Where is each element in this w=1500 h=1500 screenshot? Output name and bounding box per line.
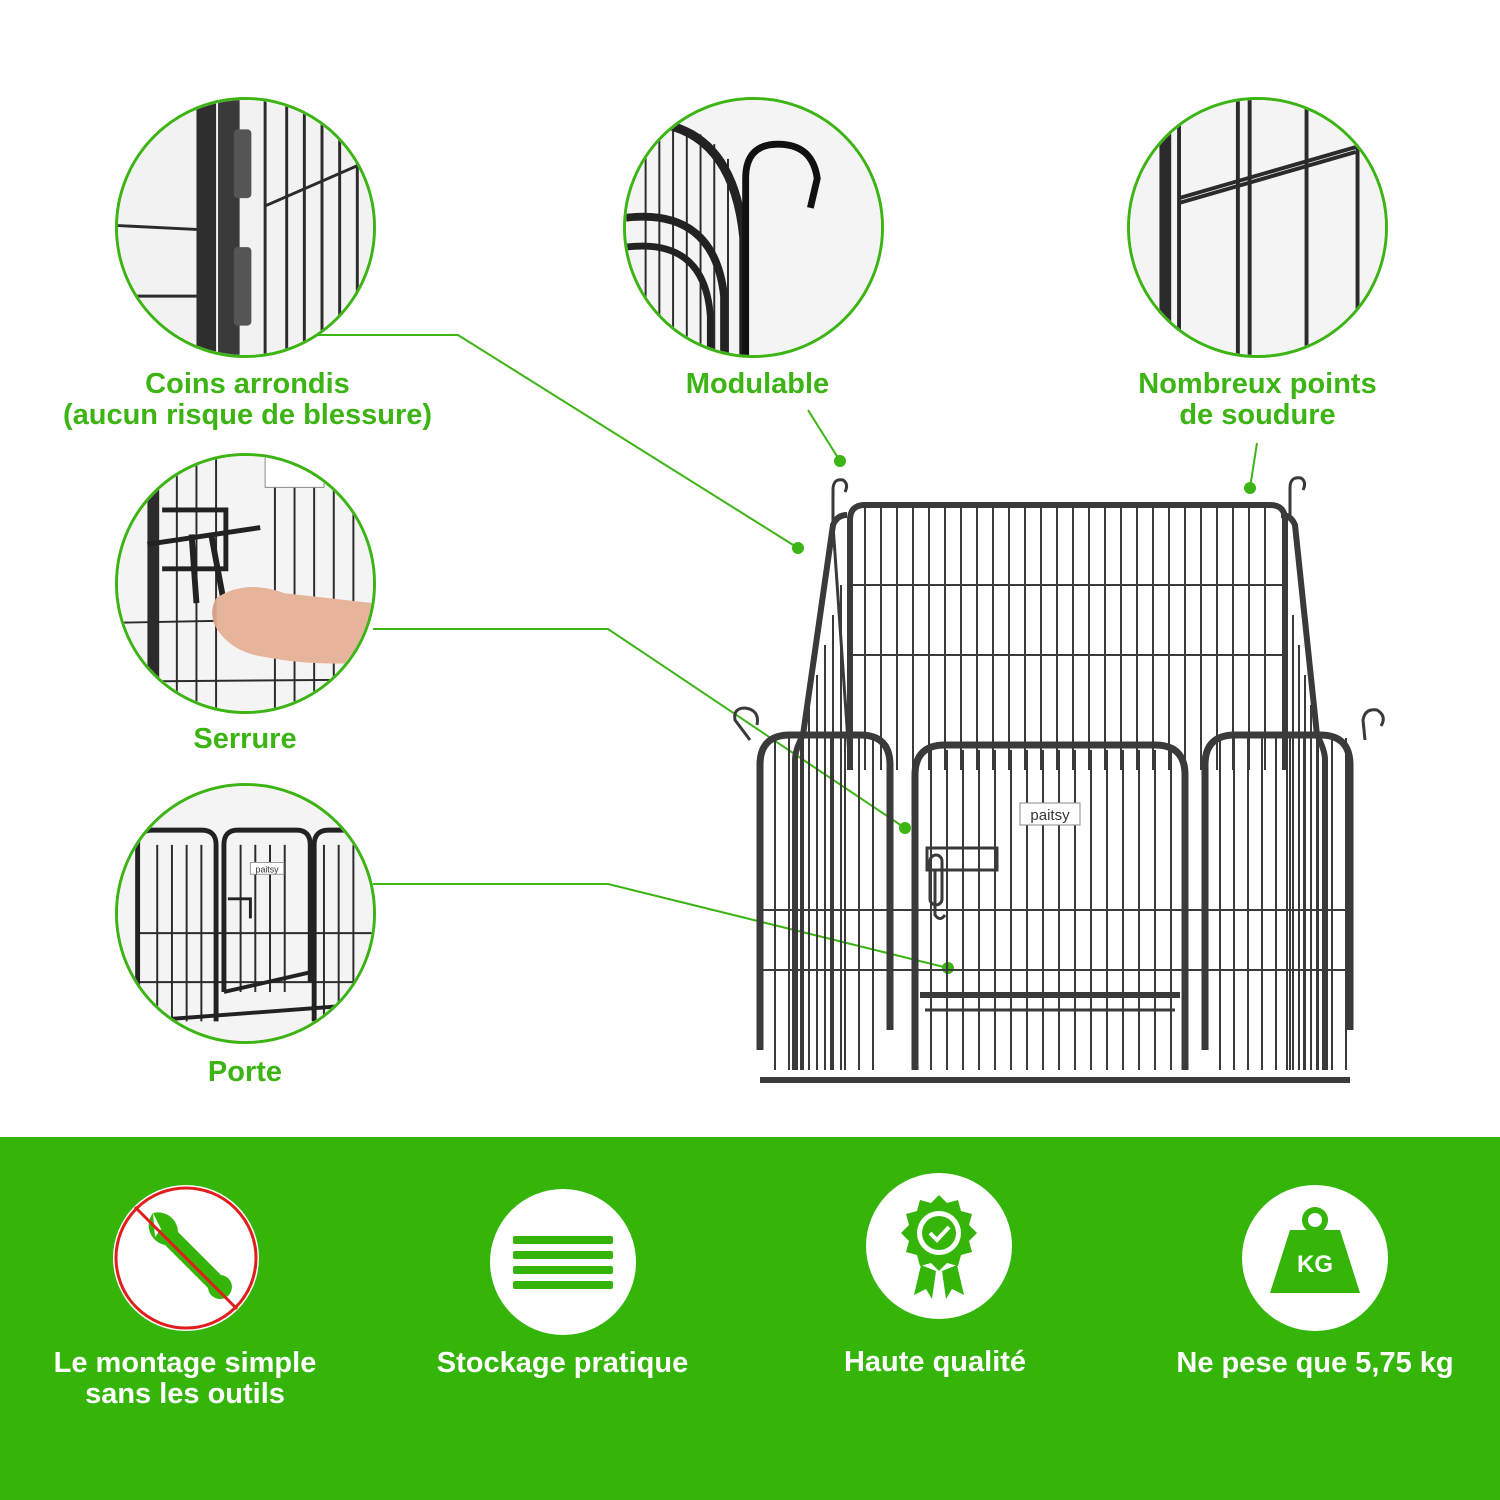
label-door-line1: Porte (207, 1056, 283, 1088)
label-lock-line1: Serrure (193, 723, 297, 755)
lock-closeup (115, 453, 376, 714)
benefit-label-tool-free: Le montage simple sans les outils (20, 1348, 350, 1410)
benefit-storage (490, 1189, 636, 1335)
welds-closeup (1127, 97, 1388, 358)
benefit-label-storage: Stockage pratique (410, 1348, 715, 1379)
door-closeup: paitsy (115, 783, 376, 1044)
modular-closeup (623, 97, 884, 358)
quality-badge-icon (901, 1195, 977, 1299)
label-corners-line2: (aucun risque de blessure) (62, 399, 433, 431)
label-corners-line1: Coins arrondis (145, 368, 350, 400)
hook-icon (626, 100, 881, 355)
benefit-tool-free-line1: Le montage simple (53, 1347, 317, 1379)
pen-brand-tag: paitsy (1030, 807, 1070, 824)
label-modular: Modulable (630, 369, 885, 400)
stacked-panels-icon (513, 1236, 613, 1289)
wrench-crossed-icon (114, 1186, 258, 1330)
benefits-band (0, 1137, 1500, 1500)
benefit-weight-line1: Ne pese que 5,75 kg (1176, 1347, 1454, 1379)
label-welds-line2: de soudure (1179, 399, 1336, 431)
kg-weight-icon: KG (1270, 1207, 1360, 1293)
benefit-quality-line1: Haute qualité (843, 1346, 1027, 1378)
dog-pen-illustration: paitsy (733, 476, 1385, 1083)
label-corners: Coins arrondis (aucun risque de blessure… (40, 369, 455, 431)
weld-points-icon (1130, 100, 1385, 355)
label-door: Porte (145, 1057, 345, 1088)
benefit-tool-free (113, 1185, 259, 1331)
lock-latch-icon (118, 456, 373, 711)
benefit-weight: KG (1242, 1185, 1388, 1331)
benefit-tool-free-line2: sans les outils (85, 1378, 285, 1410)
callout-leader-lines (318, 334, 1258, 974)
kg-badge-text: KG (1297, 1251, 1333, 1278)
label-lock: Serrure (145, 724, 345, 755)
label-welds-line1: Nombreux points (1138, 368, 1377, 400)
door-brand-tag: paitsy (256, 864, 280, 874)
benefit-storage-line1: Stockage pratique (436, 1347, 689, 1379)
label-welds: Nombreux points de soudure (1110, 369, 1405, 431)
label-modular-line1: Modulable (685, 368, 830, 400)
benefit-quality (866, 1173, 1012, 1319)
benefit-label-weight: Ne pese que 5,75 kg (1150, 1348, 1480, 1379)
benefit-label-quality: Haute qualité (800, 1347, 1070, 1378)
